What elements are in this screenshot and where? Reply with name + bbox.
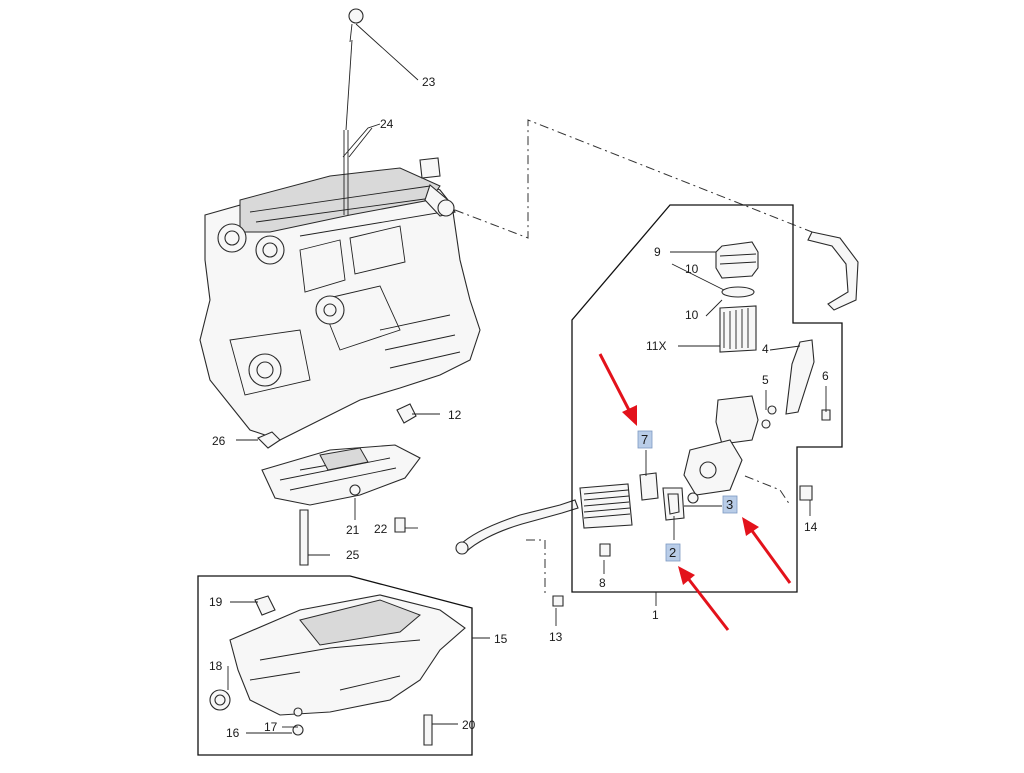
callout-17: 17 — [264, 720, 278, 734]
cap-12 — [396, 403, 417, 424]
coolant-hose — [459, 499, 579, 553]
oil-pan-frame — [197, 575, 473, 756]
callout-21: 21 — [346, 523, 360, 537]
callout-6: 6 — [822, 369, 829, 383]
callout-8: 8 — [599, 576, 606, 590]
callout-14: 14 — [804, 520, 818, 534]
dashed-connector — [454, 119, 813, 239]
callout-10-lower: 10 — [685, 308, 699, 322]
red-arrows — [598, 353, 792, 631]
arrow-head-2 — [678, 566, 695, 585]
callout-19: 19 — [209, 595, 223, 609]
callout-7: 7 — [641, 432, 648, 447]
callout-3: 3 — [726, 497, 733, 512]
callout-5: 5 — [762, 373, 769, 387]
highlight-box-7 — [637, 430, 653, 449]
arrow-head-3 — [742, 517, 759, 536]
oil-pan — [209, 594, 466, 746]
engine-block — [199, 8, 481, 441]
callout-11x: 11X — [646, 339, 666, 353]
oil-pan-baffle — [261, 444, 421, 506]
arrow-head-7 — [622, 405, 637, 426]
highlight-box-3 — [722, 495, 738, 514]
callout-12: 12 — [448, 408, 462, 422]
callout-23: 23 — [422, 75, 436, 89]
oil-filter-module — [579, 231, 859, 557]
callout-24: 24 — [380, 117, 394, 131]
callout-4: 4 — [762, 342, 769, 356]
callout-26: 26 — [212, 434, 226, 448]
oil-module-frame — [571, 204, 843, 593]
callout-9: 9 — [654, 245, 661, 259]
callout-18: 18 — [209, 659, 223, 673]
rod-25 — [299, 509, 309, 566]
callout-25: 25 — [346, 548, 360, 562]
callout-2: 2 — [669, 545, 676, 560]
callout-1: 1 — [652, 608, 659, 622]
bolt-22 — [394, 517, 406, 533]
callout-15: 15 — [494, 632, 508, 646]
arrow-to-7 — [598, 353, 633, 415]
arrow-to-3 — [748, 527, 792, 584]
bolt-13 — [552, 595, 564, 607]
callout-16: 16 — [226, 726, 240, 740]
clip-26 — [257, 431, 281, 449]
arrow-to-2 — [685, 576, 730, 631]
callout-13: 13 — [549, 630, 563, 644]
leader-lines — [227, 23, 827, 734]
callout-22: 22 — [374, 522, 388, 536]
highlighted-callouts: 7 3 2 — [637, 430, 738, 562]
highlight-box-2 — [665, 543, 681, 562]
callout-labels: 23 24 12 26 21 22 25 19 15 18 17 16 20 9… — [209, 75, 829, 740]
callout-10-upper: 10 — [685, 262, 699, 276]
callout-20: 20 — [462, 718, 476, 732]
